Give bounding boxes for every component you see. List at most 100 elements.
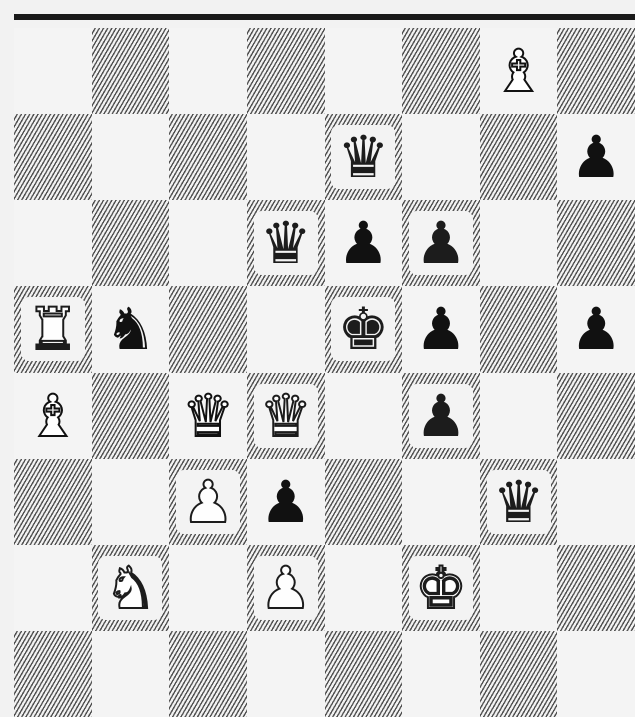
piece-cell: ♛ [254,211,318,275]
square-c6[interactable] [169,200,247,286]
piece-cell: ♛ [331,125,395,189]
square-h1[interactable] [557,631,635,717]
square-c7[interactable] [169,114,247,200]
square-b5[interactable]: ♞ [92,286,170,372]
square-g5[interactable] [480,286,558,372]
square-g4[interactable] [480,373,558,459]
square-h4[interactable] [557,373,635,459]
square-f4[interactable]: ♟ [402,373,480,459]
white-pawn-icon[interactable]: ♟ [182,473,234,531]
square-a8[interactable] [14,28,92,114]
square-e4[interactable] [325,373,403,459]
piece-cell: ♟ [176,470,240,534]
square-c4[interactable]: ♛ [169,373,247,459]
square-c2[interactable] [169,545,247,631]
square-c5[interactable] [169,286,247,372]
square-e7[interactable]: ♛ [325,114,403,200]
piece-cell: ♛ [254,384,318,448]
square-f8[interactable] [402,28,480,114]
square-h5[interactable]: ♟ [557,286,635,372]
square-d4[interactable]: ♛ [247,373,325,459]
square-f3[interactable] [402,459,480,545]
square-b7[interactable] [92,114,170,200]
square-g7[interactable] [480,114,558,200]
white-rook-icon[interactable]: ♜ [27,300,79,358]
piece-cell: ♟ [254,470,318,534]
square-h8[interactable] [557,28,635,114]
piece-cell: ♟ [409,211,473,275]
piece-cell: ♟ [254,556,318,620]
square-c3[interactable]: ♟ [169,459,247,545]
square-g1[interactable] [480,631,558,717]
square-g2[interactable] [480,545,558,631]
square-d5[interactable] [247,286,325,372]
black-pawn-icon[interactable]: ♟ [415,300,467,358]
square-a5[interactable]: ♜ [14,286,92,372]
black-queen-icon[interactable]: ♛ [493,473,545,531]
white-bishop-icon[interactable]: ♝ [493,42,545,100]
square-a3[interactable] [14,459,92,545]
piece-cell: ♜ [21,297,85,361]
piece-cell: ♟ [564,125,628,189]
piece-cell: ♟ [331,211,395,275]
square-e6[interactable]: ♟ [325,200,403,286]
square-c8[interactable] [169,28,247,114]
white-queen-icon[interactable]: ♛ [260,387,312,445]
black-pawn-icon[interactable]: ♟ [570,128,622,186]
square-f1[interactable] [402,631,480,717]
black-pawn-icon[interactable]: ♟ [570,300,622,358]
white-pawn-icon[interactable]: ♟ [260,559,312,617]
black-queen-icon[interactable]: ♛ [260,214,312,272]
square-d6[interactable]: ♛ [247,200,325,286]
square-f5[interactable]: ♟ [402,286,480,372]
square-g6[interactable] [480,200,558,286]
square-d3[interactable]: ♟ [247,459,325,545]
square-d1[interactable] [247,631,325,717]
square-b2[interactable]: ♞ [92,545,170,631]
white-king-icon[interactable]: ♚ [415,559,467,617]
square-b6[interactable] [92,200,170,286]
square-h3[interactable] [557,459,635,545]
black-pawn-icon[interactable]: ♟ [260,473,312,531]
square-f6[interactable]: ♟ [402,200,480,286]
square-h7[interactable]: ♟ [557,114,635,200]
square-e1[interactable] [325,631,403,717]
square-d8[interactable] [247,28,325,114]
square-h2[interactable] [557,545,635,631]
square-e3[interactable] [325,459,403,545]
square-g8[interactable]: ♝ [480,28,558,114]
square-h6[interactable] [557,200,635,286]
square-b8[interactable] [92,28,170,114]
piece-cell: ♛ [487,470,551,534]
square-a4[interactable]: ♝ [14,373,92,459]
square-e5[interactable]: ♚ [325,286,403,372]
square-e8[interactable] [325,28,403,114]
square-a2[interactable] [14,545,92,631]
square-b3[interactable] [92,459,170,545]
square-b1[interactable] [92,631,170,717]
black-pawn-icon[interactable]: ♟ [415,387,467,445]
square-d7[interactable] [247,114,325,200]
square-f2[interactable]: ♚ [402,545,480,631]
black-queen-icon[interactable]: ♛ [337,128,389,186]
piece-cell: ♛ [176,384,240,448]
black-pawn-icon[interactable]: ♟ [415,214,467,272]
square-a6[interactable] [14,200,92,286]
square-g3[interactable]: ♛ [480,459,558,545]
black-king-icon[interactable]: ♚ [337,300,389,358]
square-f7[interactable] [402,114,480,200]
square-a7[interactable] [14,114,92,200]
square-e2[interactable] [325,545,403,631]
black-knight-icon[interactable]: ♞ [104,300,156,358]
white-bishop-icon[interactable]: ♝ [27,387,79,445]
piece-cell: ♟ [409,297,473,361]
white-knight-icon[interactable]: ♞ [104,559,156,617]
piece-cell: ♚ [409,556,473,620]
square-d2[interactable]: ♟ [247,545,325,631]
chess-board: ♝ ♛ ♟ ♛ ♟ ♟ ♜ ♞ ♚ ♟ ♟ ♝ ♛ ♛ ♟ ♟ ♟ ♛ ♞ ♟ ♚ [14,28,635,717]
white-queen-icon[interactable]: ♛ [182,387,234,445]
square-c1[interactable] [169,631,247,717]
square-a1[interactable] [14,631,92,717]
square-b4[interactable] [92,373,170,459]
black-pawn-icon[interactable]: ♟ [337,214,389,272]
